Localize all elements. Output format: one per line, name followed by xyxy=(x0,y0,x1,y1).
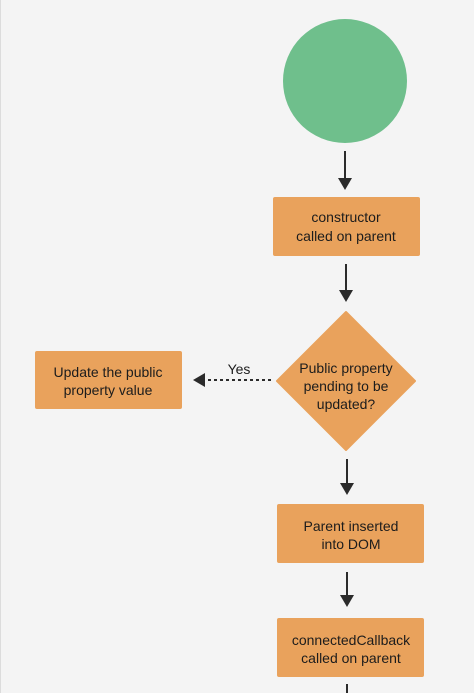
arrowhead-decision-to-inserted xyxy=(340,483,354,495)
constructor-node-label-1: constructor xyxy=(311,209,381,225)
arrowhead-decision-to-update xyxy=(193,373,205,387)
update-property-node-label-2: property value xyxy=(64,382,153,398)
parent-inserted-node-label-2: into DOM xyxy=(321,536,380,552)
arrowhead-start-to-constructor xyxy=(338,178,352,190)
parent-inserted-node-label-1: Parent inserted xyxy=(304,518,399,534)
arrowhead-constructor-to-decision xyxy=(339,290,353,302)
update-property-node xyxy=(35,351,182,409)
connected-callback-node-label-1: connectedCallback xyxy=(292,632,411,648)
yes-edge-label: Yes xyxy=(228,361,251,377)
constructor-node-label-2: called on parent xyxy=(296,228,396,244)
update-property-node-label-1: Update the public xyxy=(54,364,163,380)
constructor-node xyxy=(273,197,420,256)
arrowhead-inserted-to-connected xyxy=(340,595,354,607)
decision-node-label-2: pending to be xyxy=(304,378,389,394)
decision-node xyxy=(276,311,416,451)
parent-inserted-node xyxy=(277,504,424,563)
start-node xyxy=(283,19,407,143)
connected-callback-node-label-2: called on parent xyxy=(301,650,401,666)
decision-node-label-3: updated? xyxy=(317,396,376,412)
decision-node-label-1: Public property xyxy=(299,360,392,376)
connected-callback-node xyxy=(277,618,424,677)
